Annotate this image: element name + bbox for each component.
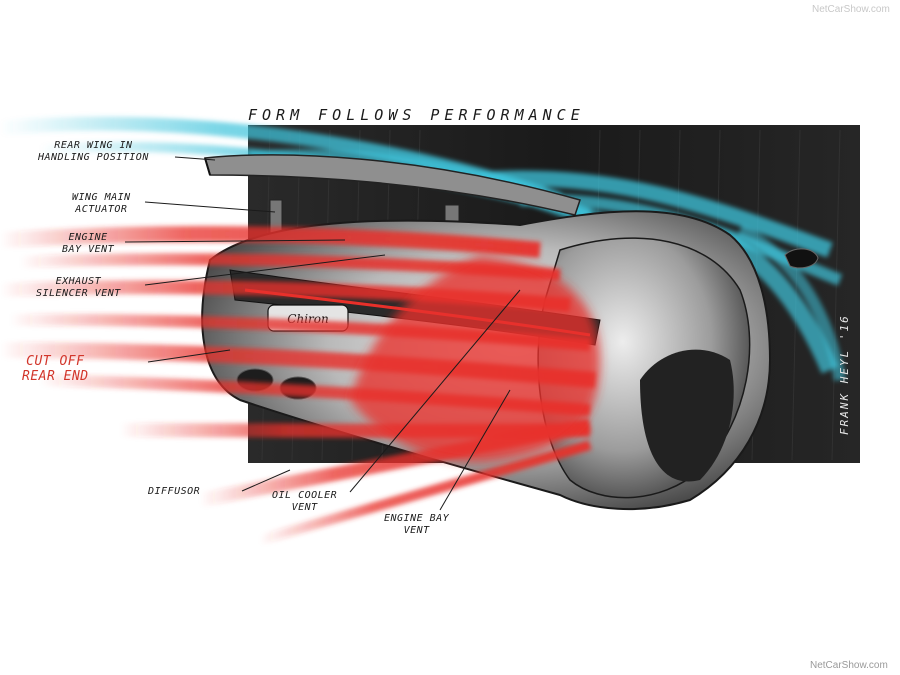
- label-rear-wing: REAR WING IN HANDLING POSITION: [38, 140, 149, 163]
- artist-signature: FRANK HEYL '16: [838, 314, 851, 435]
- red-airflow-core: [350, 255, 600, 462]
- label-exhaust-silencer-vent: EXHAUST SILENCER VENT: [36, 276, 121, 299]
- label-wing-actuator: WING MAIN ACTUATOR: [72, 192, 131, 215]
- leader-lines: [124, 156, 521, 511]
- label-diffusor: DIFFUSOR: [148, 486, 201, 497]
- label-oil-cooler-vent: OIL COOLER VENT: [272, 490, 338, 513]
- label-engine-bay-vent-top: ENGINE BAY VENT: [62, 232, 115, 255]
- watermark-bottom: NetCarShow.com: [810, 660, 888, 671]
- sketch-title: FORM FOLLOWS PERFORMANCE: [248, 106, 585, 124]
- watermark-top: NetCarShow.com: [812, 4, 890, 15]
- label-cut-off-rear-end: CUT OFF REAR END: [22, 354, 89, 384]
- label-engine-bay-vent-bottom: ENGINE BAY VENT: [384, 513, 450, 536]
